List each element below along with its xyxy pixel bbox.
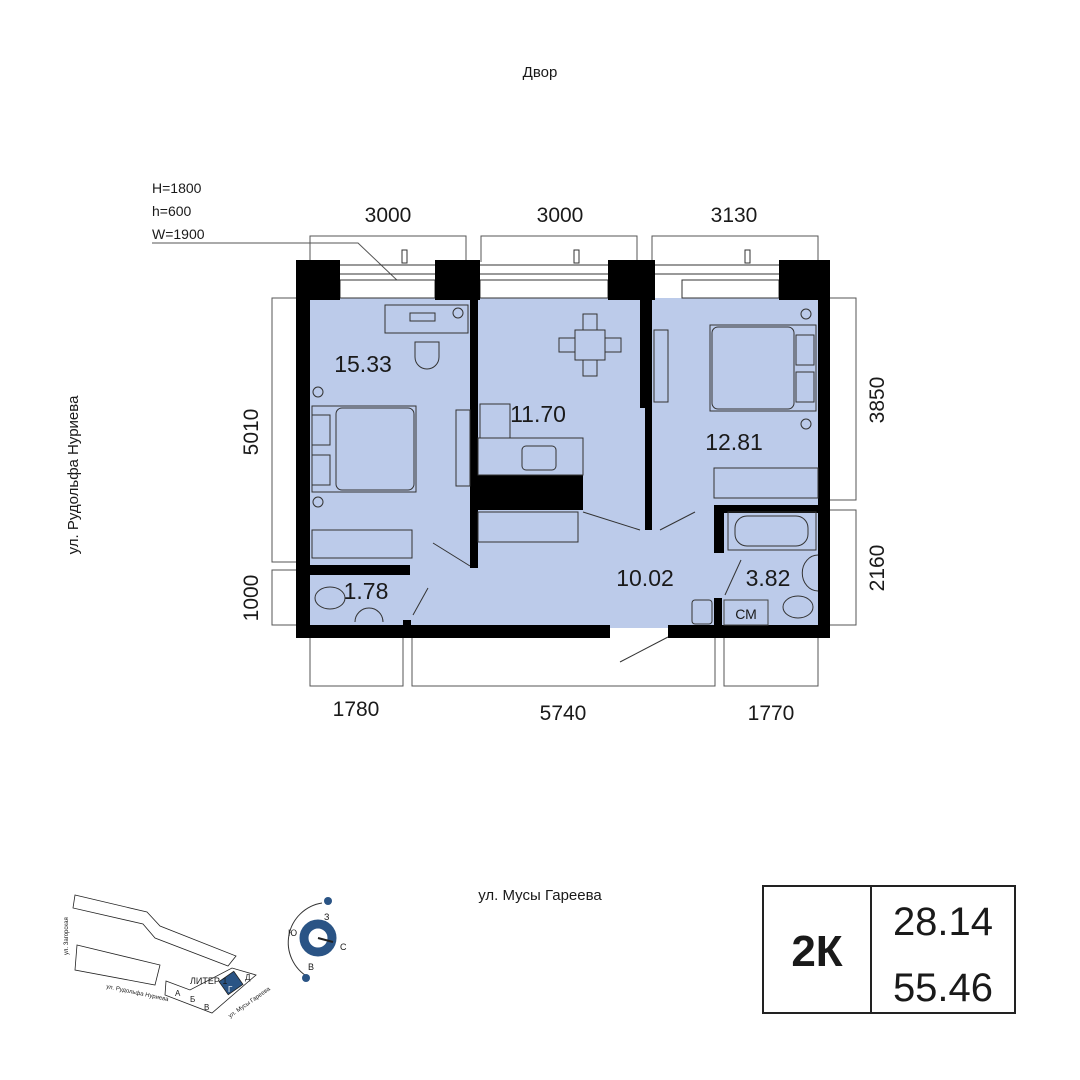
- washing-machine: [723, 599, 769, 626]
- compass-north: С: [340, 942, 347, 952]
- section-b: Б: [190, 995, 195, 1004]
- street-zagorskaya: ул. Загорская: [64, 917, 70, 955]
- window-height: H=1800: [152, 180, 202, 196]
- compass: [287, 897, 337, 982]
- sill-height: h=600: [152, 203, 192, 219]
- total-area: 55.46: [893, 966, 993, 1010]
- compass-east: В: [308, 962, 314, 972]
- apartment-type: 2К: [791, 927, 842, 976]
- walls: [296, 260, 830, 638]
- dim-bottom-2: 5740: [540, 702, 587, 725]
- dim-top-2: 3000: [537, 204, 584, 227]
- room-area-kitchen: 11.70: [510, 401, 566, 427]
- section-g-highlighted: Г: [228, 985, 233, 994]
- dim-bottom-3: 1770: [748, 702, 795, 725]
- street-left-label: ул. Рудольфа Нуриева: [65, 395, 82, 554]
- sun-icon: [324, 897, 332, 905]
- washing-machine-label: СМ: [735, 606, 757, 622]
- room-area-bedroom-1: 15.33: [334, 351, 392, 377]
- dim-left-1: 5010: [240, 409, 263, 456]
- room-area-wc: 1.78: [344, 578, 389, 604]
- section-v: В: [204, 1003, 209, 1012]
- section-a: А: [175, 989, 181, 998]
- dim-top-1: 3000: [365, 204, 412, 227]
- liter-label: ЛИТЕР 1: [190, 976, 227, 986]
- window-spec: H=1800 h=600 W=1900: [152, 180, 401, 284]
- room-area-bedroom-2: 12.81: [705, 429, 763, 455]
- dim-right-1: 3850: [866, 377, 889, 424]
- courtyard-label: Двор: [523, 64, 558, 81]
- living-area: 28.14: [893, 900, 993, 944]
- windows: [339, 249, 780, 299]
- street-gareeva-small: ул. Мусы Гареева: [228, 986, 272, 1020]
- sun-icon: [302, 974, 310, 982]
- street-bottom-label: ул. Мусы Гареева: [478, 887, 602, 904]
- section-d: Д: [245, 973, 251, 982]
- dim-top-3: 3130: [711, 204, 758, 227]
- furniture: [311, 304, 819, 663]
- dim-bottom-1: 1780: [333, 698, 380, 721]
- street-nurieva-small: ул. Рудольфа Нуриева: [106, 984, 170, 1003]
- site-plan: [72, 894, 257, 1014]
- compass-south: Ю: [288, 928, 297, 938]
- room-area-bathroom: 3.82: [746, 565, 791, 591]
- compass-west: З: [324, 912, 329, 922]
- window-width: W=1900: [152, 226, 205, 242]
- dimension-lines: [271, 235, 857, 687]
- summary-box: [762, 885, 1016, 1014]
- room-area-hallway: 10.02: [616, 565, 674, 591]
- dim-left-2: 1000: [240, 575, 263, 622]
- dim-right-2: 2160: [866, 545, 889, 592]
